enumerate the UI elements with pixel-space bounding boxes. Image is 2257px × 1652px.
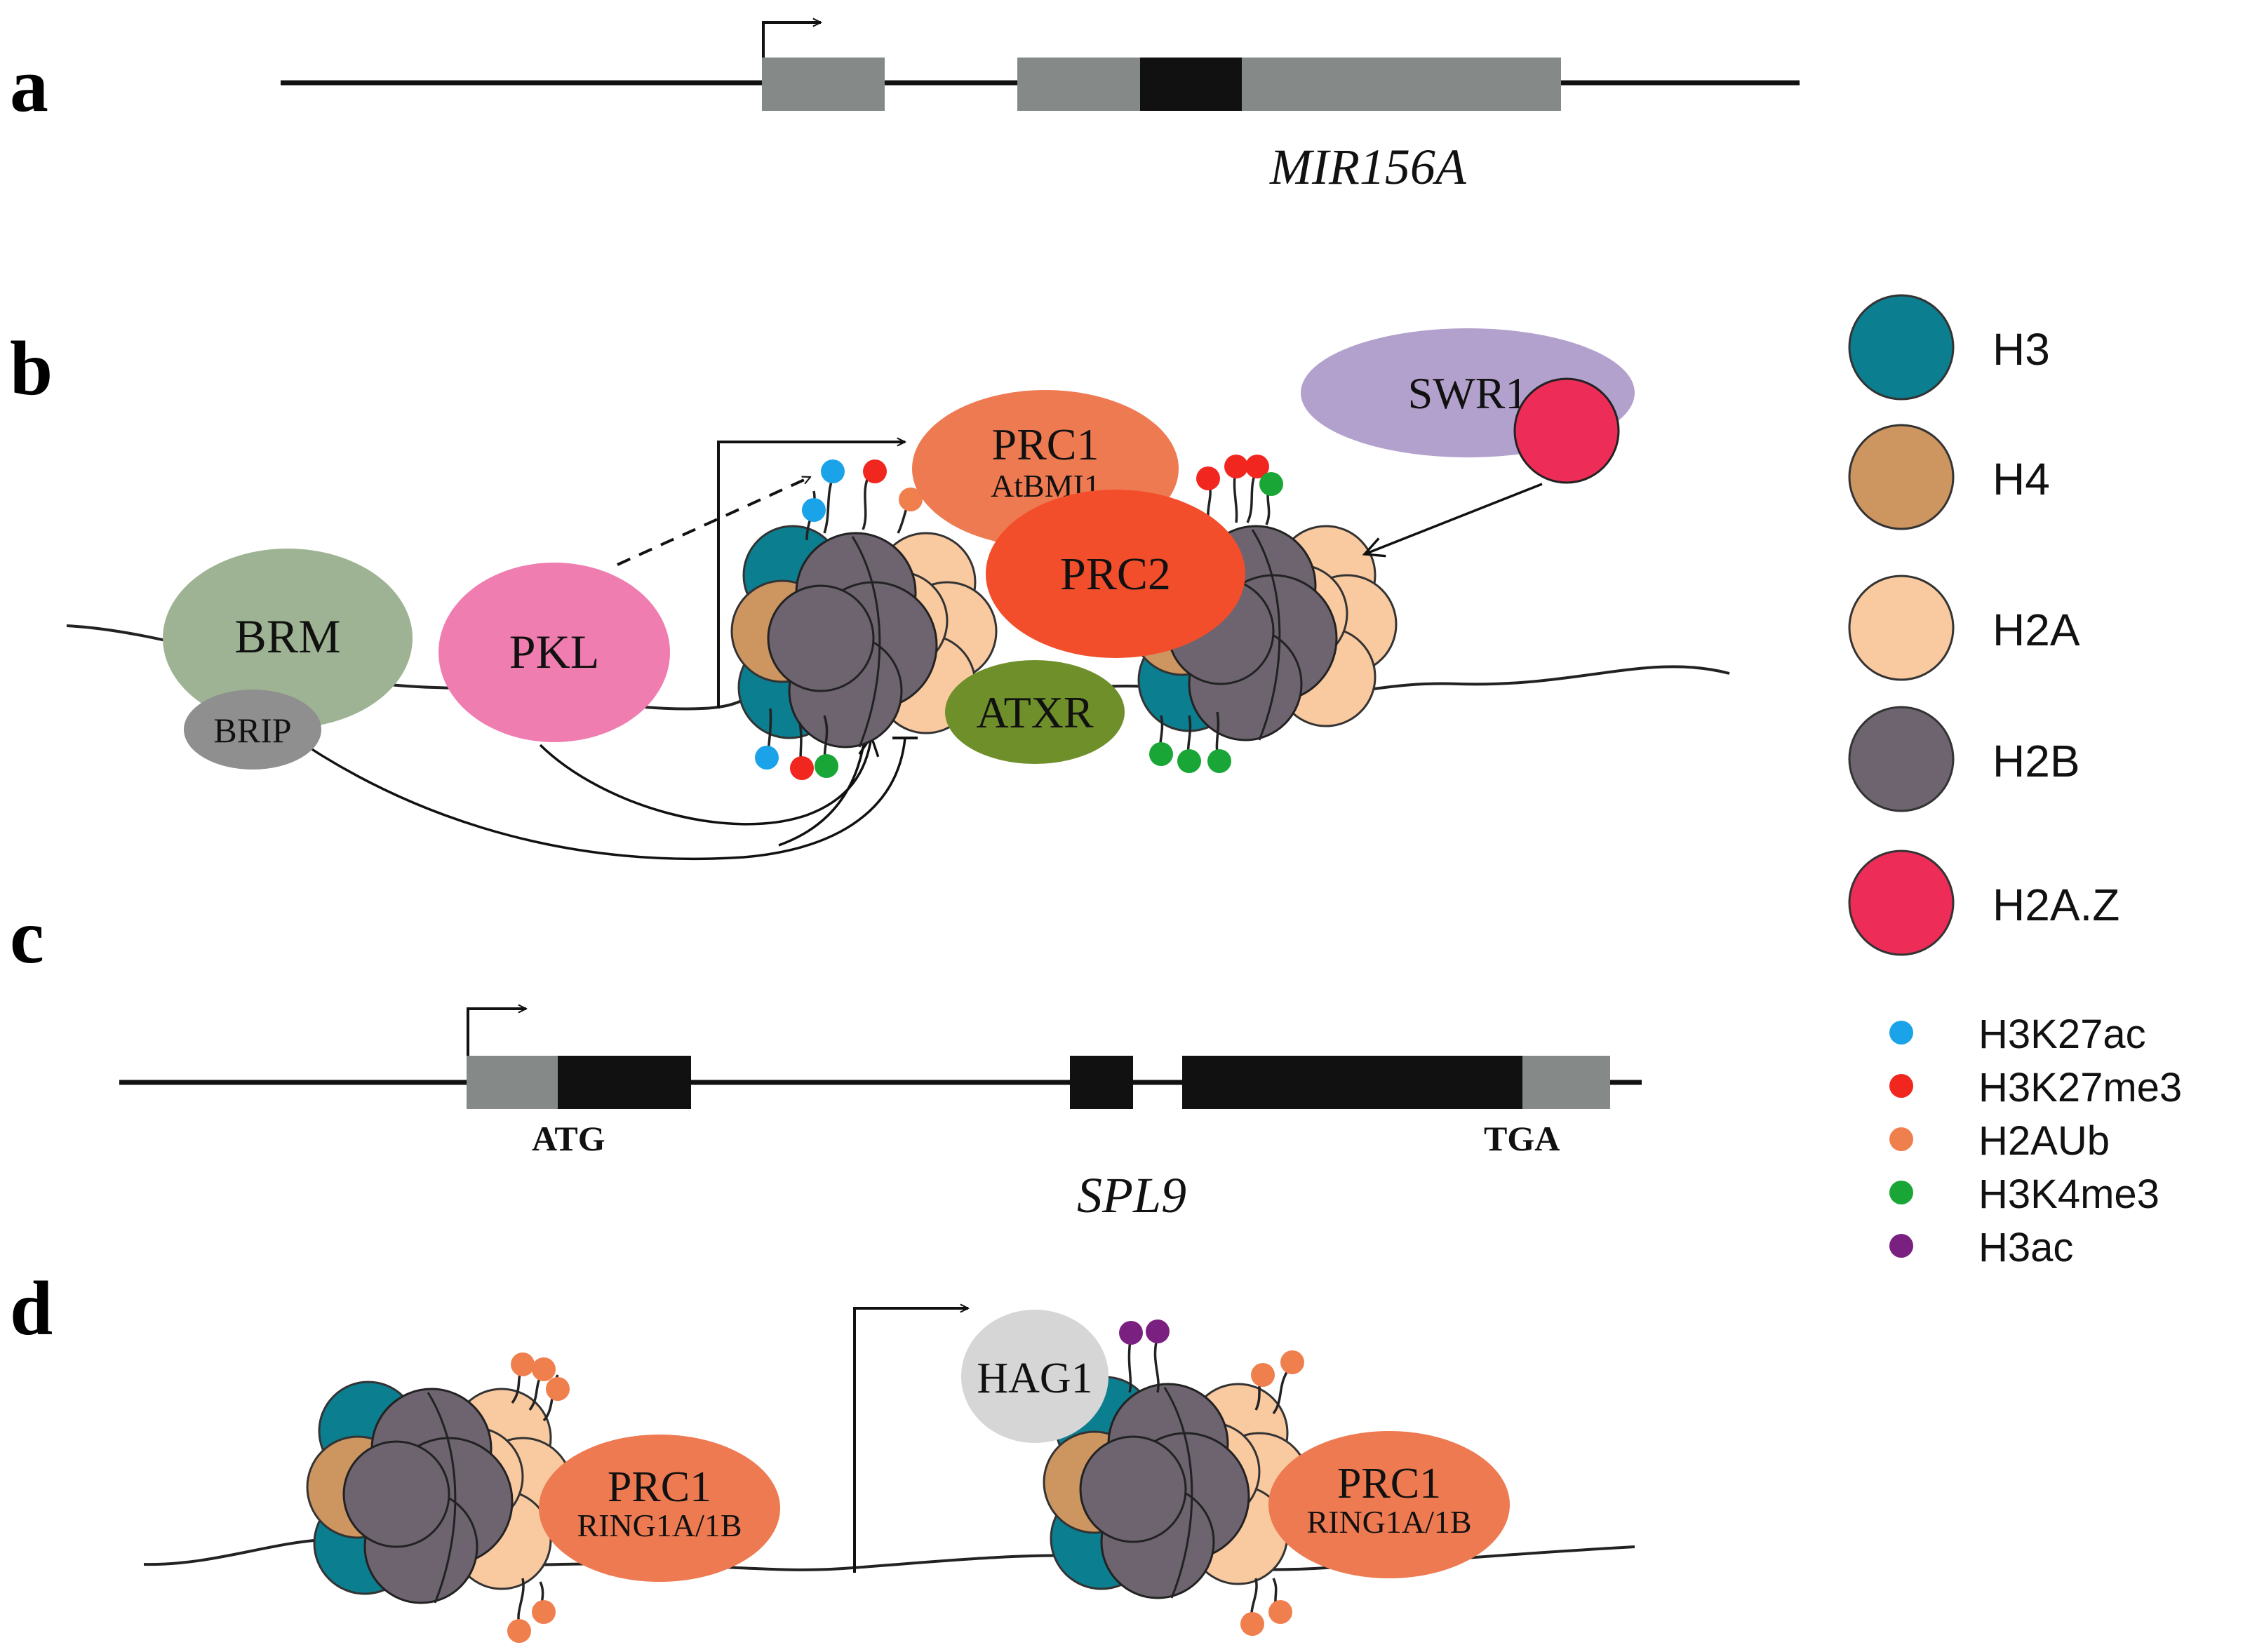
h2aub-mark [1268,1600,1292,1624]
h3k4me3-mark [1259,472,1283,496]
h2az-deposition-arrow [1365,483,1543,554]
h2aub-mark [899,488,923,511]
h3k27me3-mark [1245,455,1269,478]
h2aub-mark [532,1600,556,1624]
spl9-tss-arrow [467,1009,526,1056]
panel-d-tss-arrow [853,1308,968,1573]
prc1-right-label: PRC1 [1337,1460,1441,1507]
brm-label: BRM [234,610,340,663]
prc1-right-sub-label: RING1A/1B [1306,1504,1471,1540]
legend-h2az-swatch [1848,849,1955,956]
legend-h2a-swatch [1848,575,1955,681]
legend-h3k27ac-label: H3K27ac [1978,1012,2146,1057]
brip-complex: BRIP [184,690,321,770]
legend-h3k4me3-label: H3K4me3 [1978,1171,2159,1217]
h3k4me3-mark [1149,742,1173,766]
swr1-label: SWR1 [1408,368,1528,418]
legend-h3-swatch [1848,294,1955,401]
h3k4me3-mark [1207,749,1231,773]
spl9-3utr [1522,1056,1610,1109]
pkl-label: PKL [509,625,599,678]
h3k4me3-mark [1177,749,1201,773]
panel-letter-a: a [10,42,48,128]
h3k4me3-mark [815,754,838,778]
spl9-exon-2 [1070,1056,1133,1109]
panel-letter-c: c [10,894,44,979]
prc1-left-sub-label: RING1A/1B [577,1507,742,1543]
h2aub-mark [1240,1612,1264,1636]
legend-h3k27me3-label: H3K27me3 [1978,1065,2182,1110]
panel-letter-b: b [10,325,53,411]
prc1-ring1-complex-left: PRC1 RING1A/1B [539,1435,780,1582]
atg-label: ATG [532,1119,605,1158]
mir156a-exon-2 [1017,58,1561,111]
h3k27me3-mark [790,756,814,780]
h3k27ac-mark [802,498,826,522]
legend-h4-label: H4 [1993,454,2050,504]
brm-to-nucleosome-arrow [778,739,866,847]
panel-c: c ATG TGA SPL9 [10,894,1642,1223]
legend-h2a-label: H2A [1993,605,2080,655]
legend-h2aub-swatch [1889,1127,1913,1151]
prc1-left-label: PRC1 [608,1463,711,1511]
atxr-complex: ATXR [945,660,1125,764]
prc2-complex: PRC2 [986,490,1245,658]
h2aub-mark [511,1352,535,1376]
h2aub-mark [546,1377,570,1401]
h3ac-mark [1119,1321,1143,1345]
panel-d: d [10,1265,1635,1643]
h2aub-mark [532,1357,556,1381]
legend-h3k4me3-swatch [1889,1181,1913,1204]
brip-to-nucleosome-arrow [286,732,906,861]
legend-h2b-swatch [1848,706,1955,812]
panel-a: a MIR156A [10,22,1800,195]
h3k27me3-mark [863,459,887,483]
legend-h2az-label: H2A.Z [1993,880,2119,930]
mir156a-mirna-region [1140,58,1242,111]
panel-b-tss-arrow [717,442,905,709]
legend-h3-label: H3 [1993,324,2050,375]
spl9-5utr [467,1056,558,1109]
brm-complex: BRM [163,549,413,728]
legend-h3k27ac-swatch [1889,1021,1913,1045]
h3k27me3-mark [1196,466,1220,490]
brip-label: BRIP [213,711,291,750]
pkl-complex: PKL [438,563,670,742]
panel-d-nucleosome-left [306,1381,573,1604]
h2aub-mark [1251,1363,1275,1387]
hag1-label: HAG1 [977,1355,1092,1402]
legend-h4-swatch [1848,424,1955,530]
h2az-histone [1513,377,1620,484]
legend-h2aub-label: H2AUb [1978,1118,2110,1164]
tga-label: TGA [1484,1119,1560,1158]
mir156a-tss-arrow [762,22,821,58]
legend: H3 H4 H2A H2B H2A.Z H3K27ac H3K27me3 H2A… [1848,294,2182,1270]
atxr-label: ATXR [976,687,1093,737]
spl9-label: SPL9 [1077,1167,1186,1223]
h3ac-mark [1146,1319,1170,1343]
h2aub-mark [507,1619,531,1643]
pkl-dashed-arrow [617,476,810,566]
panel-letter-d: d [10,1265,53,1351]
prc1-label: PRC1 [992,419,1099,469]
legend-h3ac-swatch [1889,1234,1913,1258]
h2aub-mark [1280,1350,1304,1374]
h3k27ac-mark [821,459,845,483]
h3k27me3-mark [1224,455,1248,478]
legend-h2b-label: H2B [1993,736,2080,786]
prc1-ring1-complex-right: PRC1 RING1A/1B [1268,1431,1510,1578]
spl9-exon-3 [1182,1056,1522,1109]
spl9-exon-1 [558,1056,691,1109]
mir156a-label: MIR156A [1269,139,1467,195]
pkl-to-nucleosome-arrow [539,737,871,826]
prc2-label: PRC2 [1060,549,1171,600]
legend-h3k27me3-swatch [1889,1074,1913,1098]
legend-h3ac-label: H3ac [1978,1225,2073,1270]
hag1-complex: HAG1 [961,1310,1109,1443]
panel-b: b [10,325,1730,861]
h3k27ac-mark [755,746,779,770]
mir156a-exon-1 [762,58,885,111]
